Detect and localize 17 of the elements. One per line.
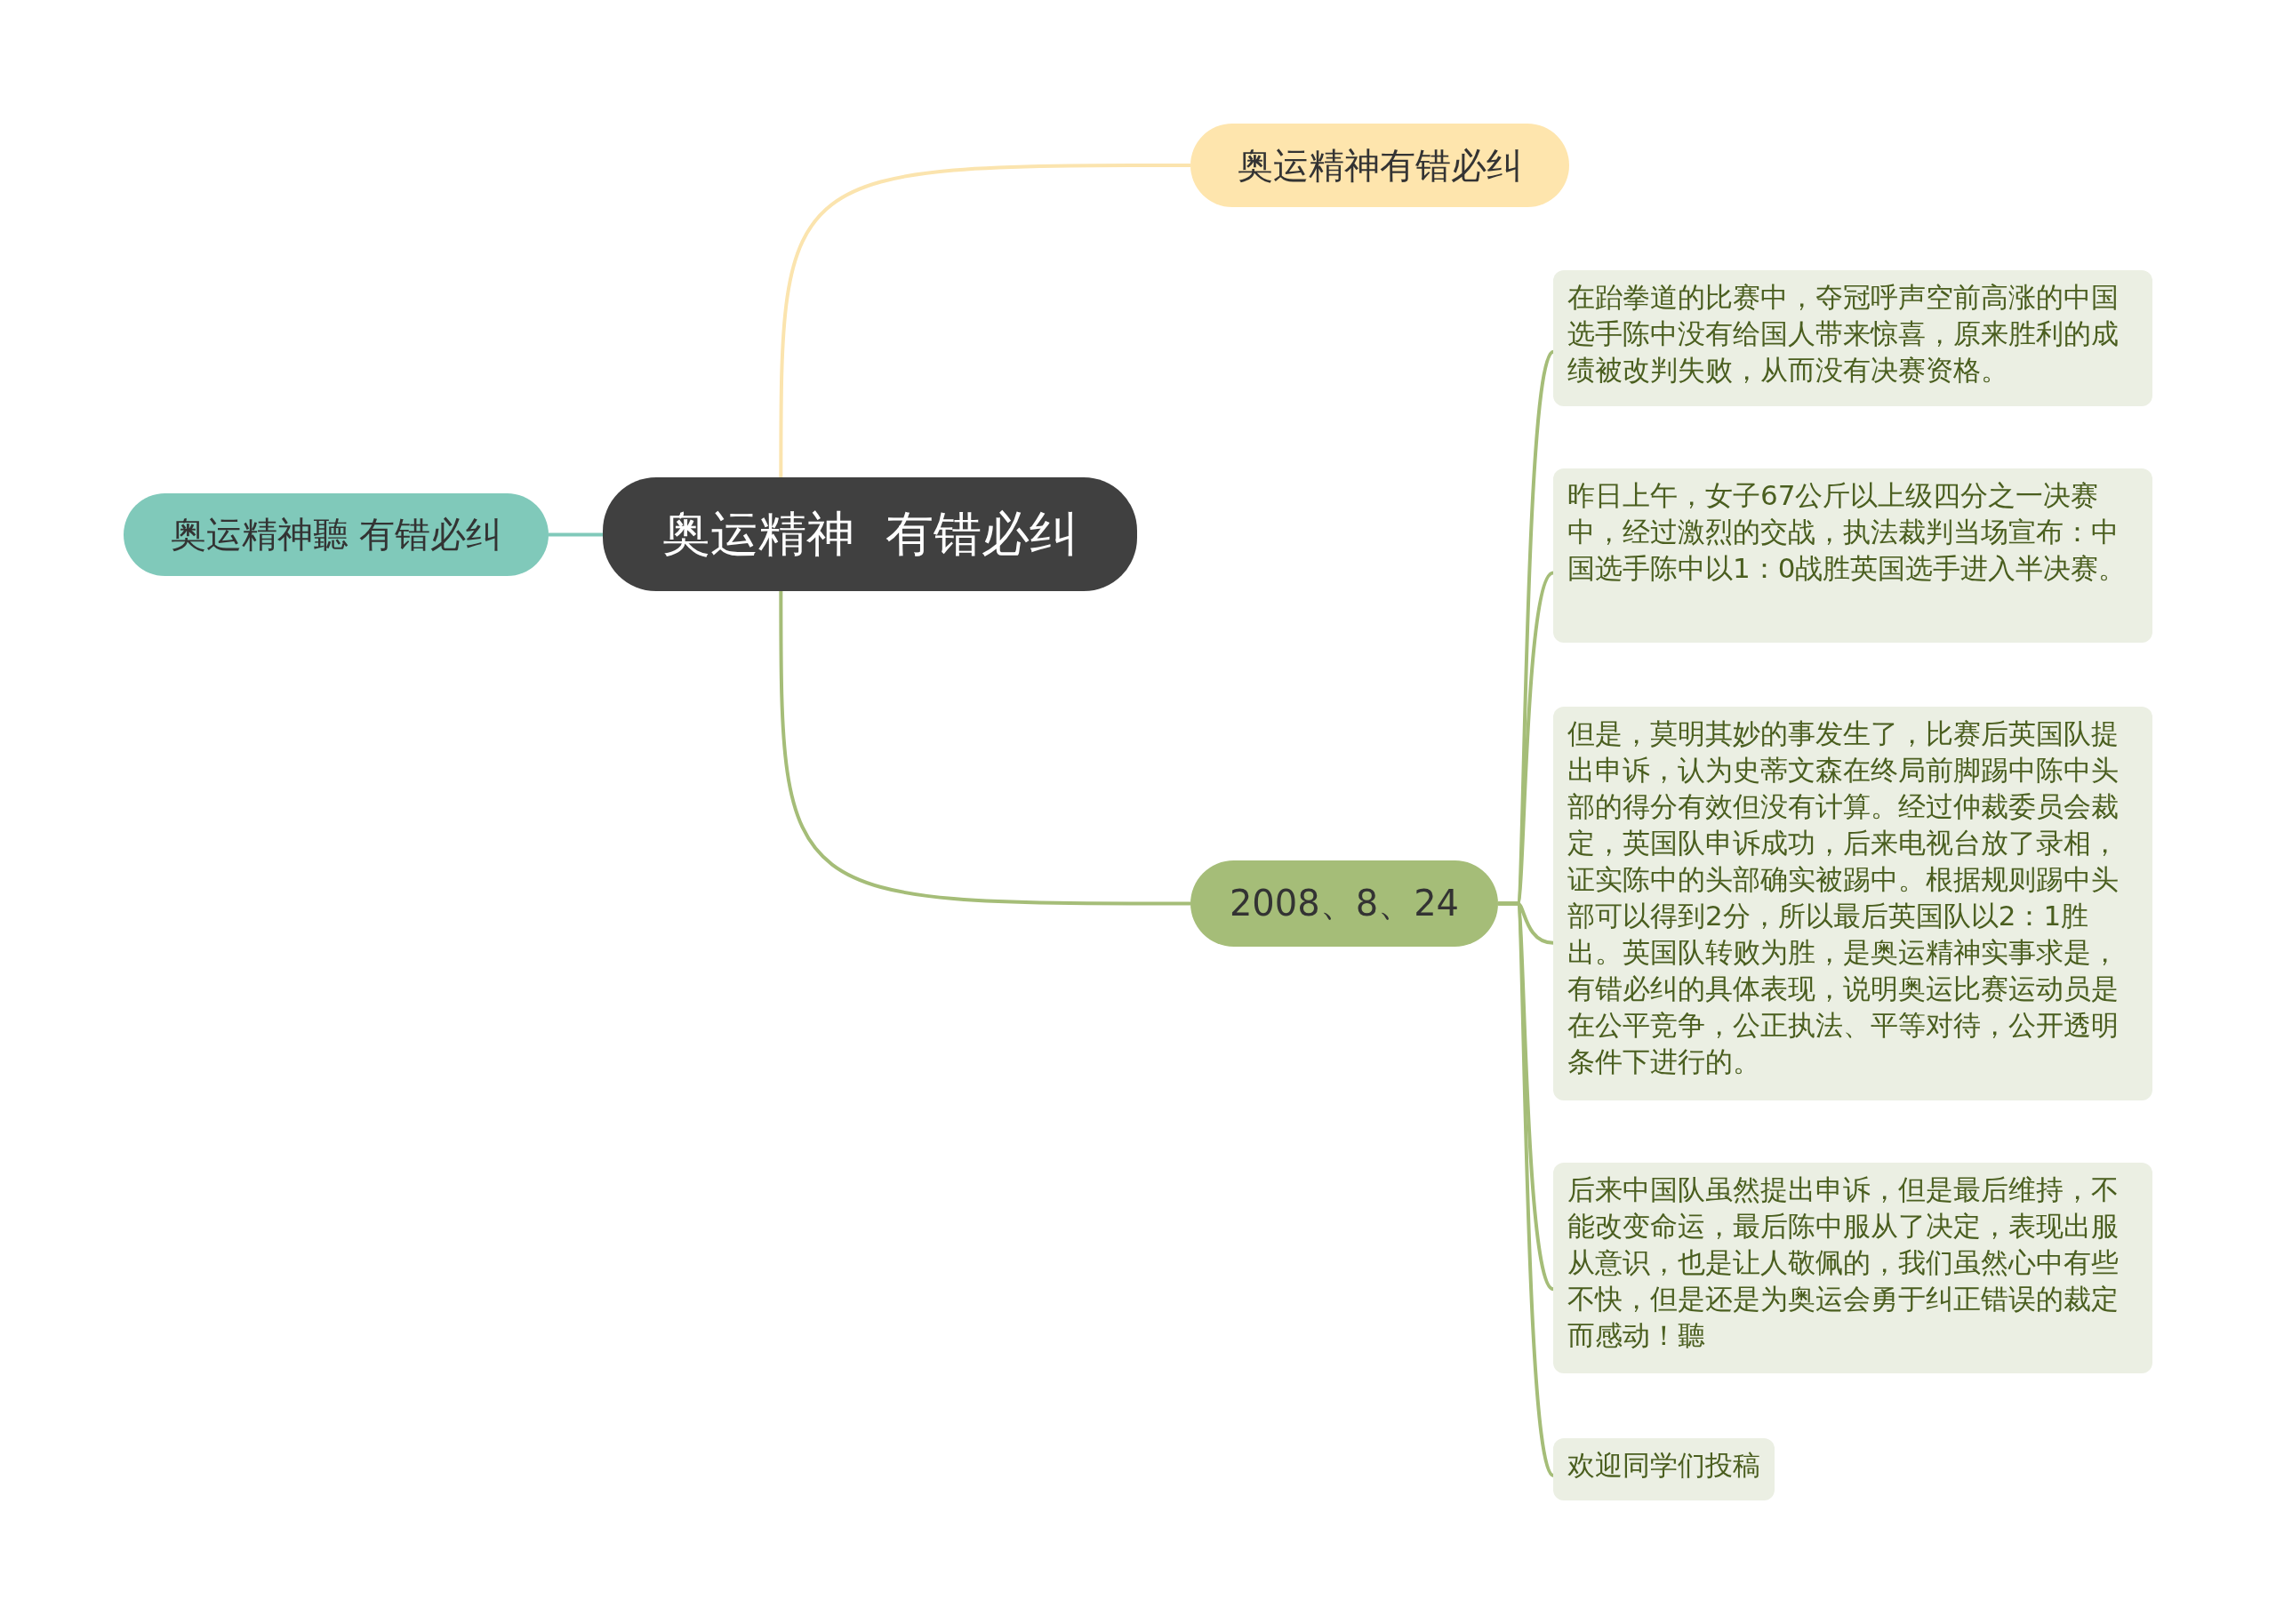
text-card (1553, 468, 2152, 643)
connector (549, 532, 603, 537)
text-card (1553, 707, 2152, 1100)
topic-label: 奥运精神聽 有错必纠 (170, 513, 502, 556)
topic-label: 2008、8、24 (1229, 882, 1460, 925)
paragraph: 欢迎同学们投稿 (1567, 1448, 1760, 1483)
connector (779, 591, 1190, 906)
paragraph: 后来中国队虽然提出申诉，但是最后维持，不能改变命运，最后陈中服从了决定，表现出服从意识，也是让人敬佩的，我们虽然心中有些不快，但是还是为奥运会勇于纠正错误的裁定而感动！聽 (1567, 1172, 2120, 1353)
paragraph: 昨日上午，女子67公斤以上级四分之一决赛中，经过激烈的交战，执法裁判当场宣布：中国选手陈中以1：0战胜英国选手进入半决赛。 (1567, 478, 2128, 586)
text-card (1553, 270, 2152, 406)
topic-label: 奥运精神有错必纠 (1238, 143, 1522, 188)
connector (779, 164, 1190, 477)
topic-label: 奥运精神 有错必纠 (662, 504, 1078, 564)
paragraph: 但是，莫明其妙的事发生了，比赛后英国队提出申诉，认为史蒂文森在终局前脚踢中陈中头部的得分有效但没有计算。经过仲裁委员会裁定，英国队申诉成功，后来电视台放了录相，证实陈中的头部确实被踢中。根据规则踢中头部可以得到2分，所以最后英国队以2：1胜出。英国队转败为胜，是奥运精神实事求是，有错必纠的具体表现，说明奥运比赛运动员是在公平竞争，公正执法、平等对待，公开透明条件下进行的。 (1567, 716, 2120, 1079)
text-card (1553, 1163, 2152, 1373)
paragraph: 在跆拳道的比赛中，夺冠呼声空前高涨的中国选手陈中没有给国人带来惊喜，原来胜利的成绩被改判失败，从而没有决赛资格。 (1567, 280, 2120, 388)
text-card (1553, 1438, 1775, 1500)
